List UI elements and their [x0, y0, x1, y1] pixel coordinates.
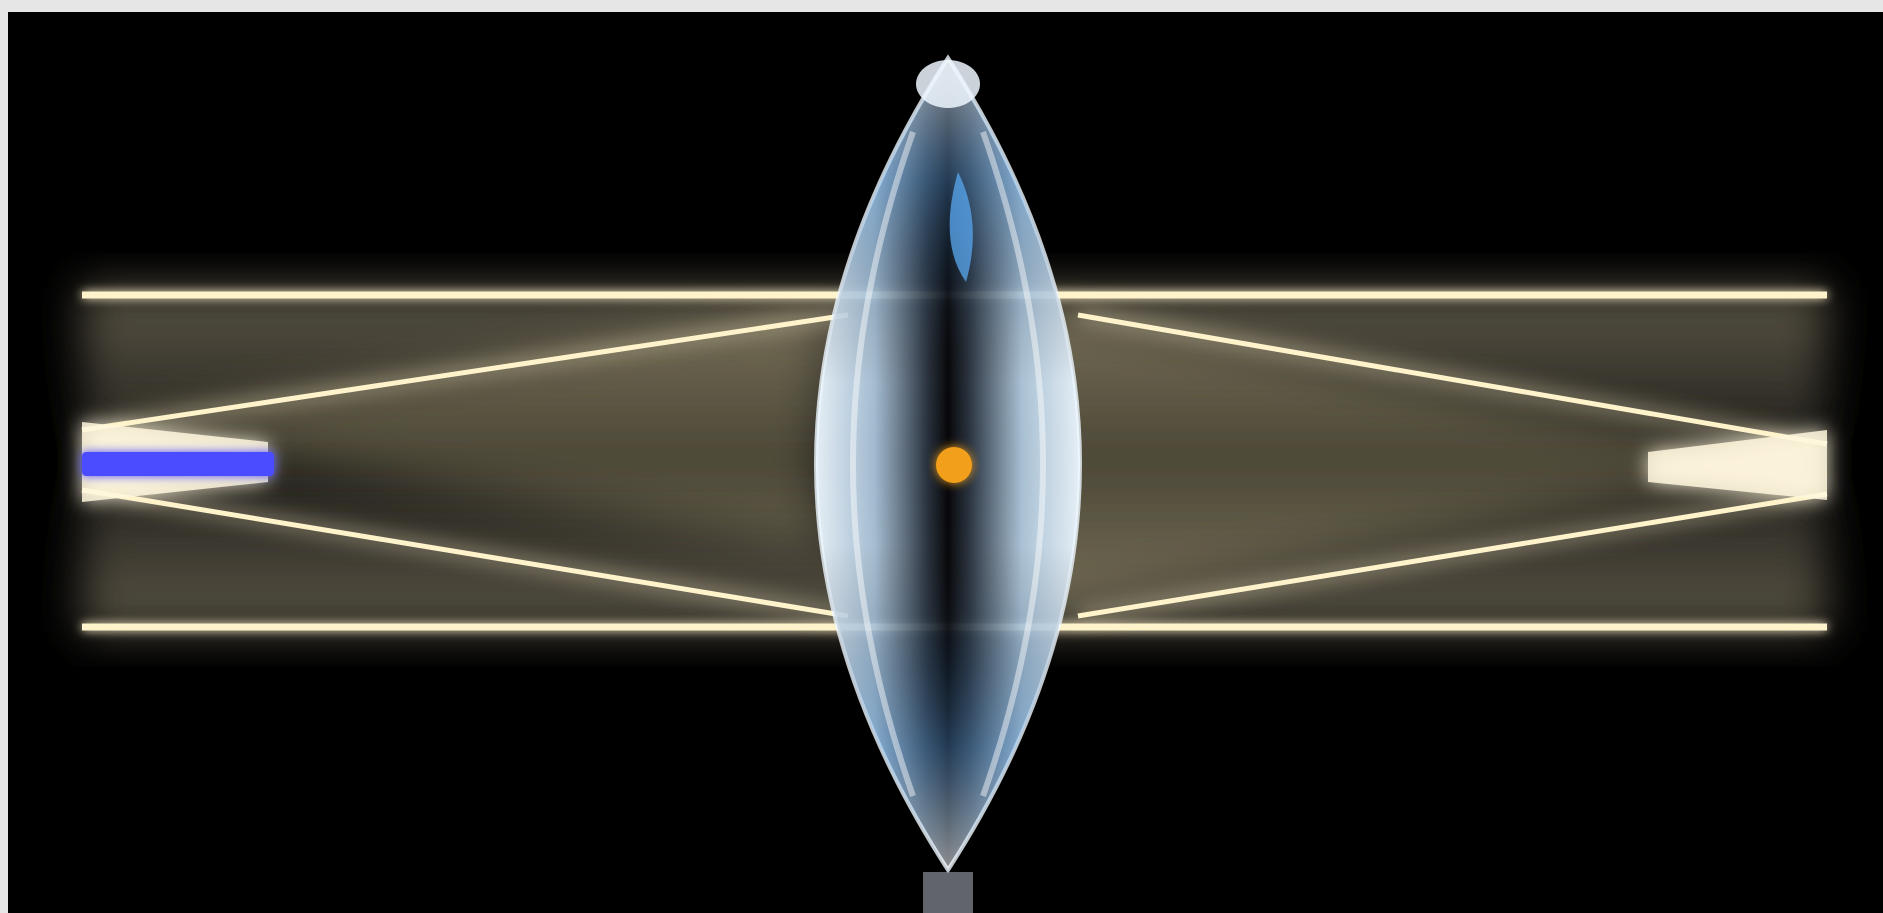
lens-diagram-scene: [8, 12, 1883, 913]
optical-center-dot-icon: [936, 447, 972, 483]
object-bar: [82, 452, 274, 476]
ray-diagram-canvas: [8, 12, 1883, 913]
convex-lens-icon: [816, 58, 1080, 913]
